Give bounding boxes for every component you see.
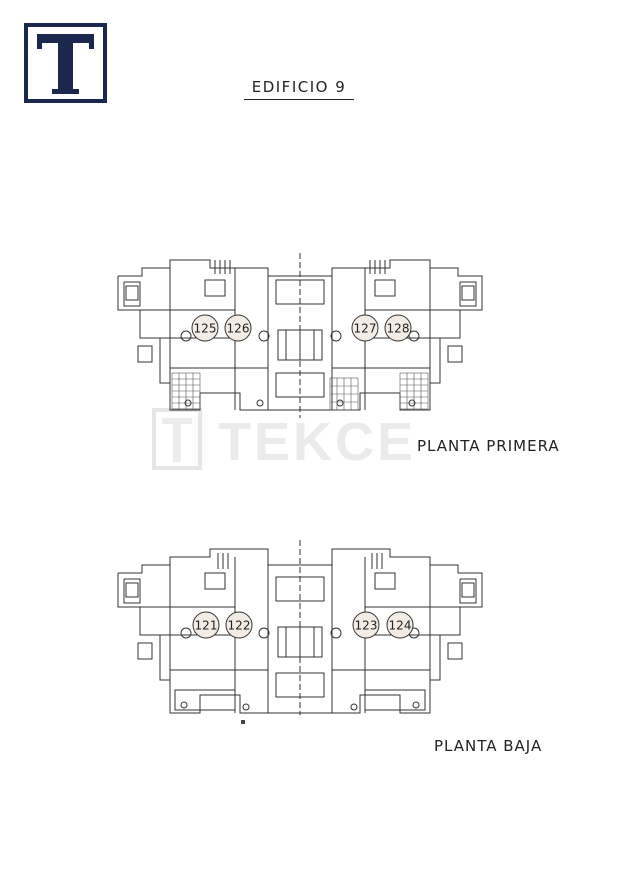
watermark: TEKCE <box>152 408 416 472</box>
unit-number: 123 <box>355 619 378 633</box>
unit-number: 128 <box>387 322 410 336</box>
brand-logo <box>24 23 107 103</box>
unit-number: 127 <box>354 322 377 336</box>
floor-label-upper: PLANTA PRIMERA <box>417 437 560 455</box>
watermark-text: TEKCE <box>218 412 416 472</box>
floor-plan-upper: 125 126 127 128 <box>117 253 483 418</box>
floor-plan-lower: 121 122 123 124 <box>117 540 483 715</box>
unit-number: 124 <box>389 619 412 633</box>
unit-number: 122 <box>228 619 251 633</box>
unit-number: 126 <box>227 322 250 336</box>
floor-label-lower: PLANTA BAJA <box>434 737 543 755</box>
unit-number: 125 <box>194 322 217 336</box>
title-underline <box>244 99 354 100</box>
dot-mark <box>241 720 245 724</box>
building-title: EDIFICIO 9 <box>251 78 347 96</box>
unit-number: 121 <box>195 619 218 633</box>
